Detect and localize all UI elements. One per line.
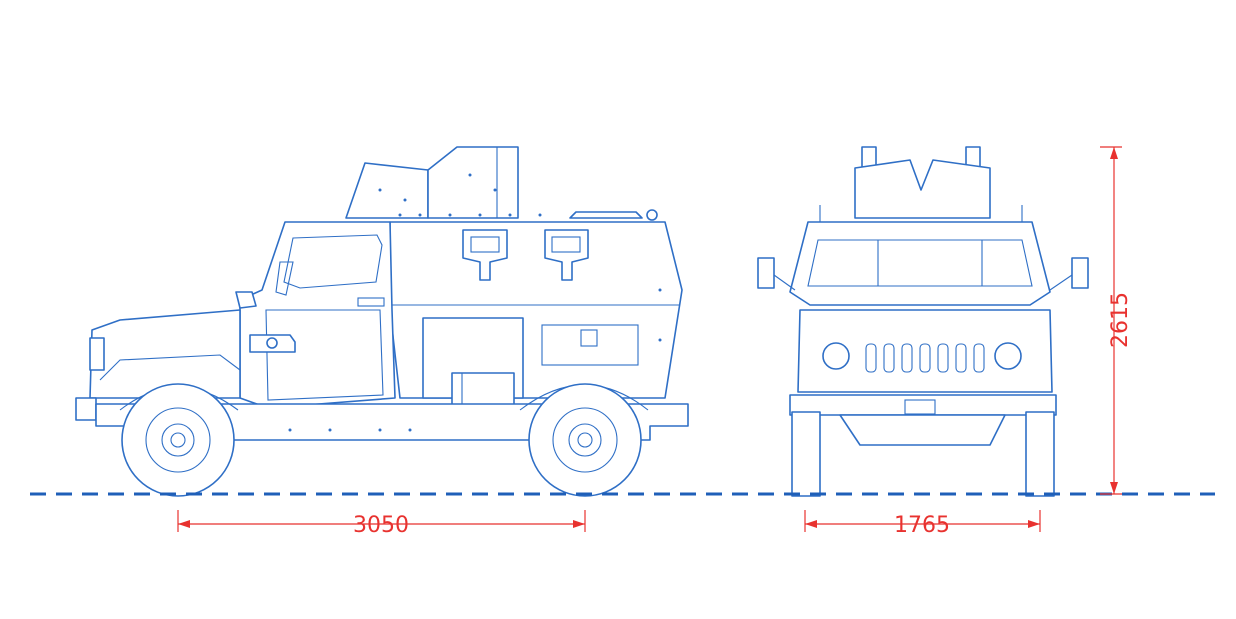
side-view bbox=[75, 146, 689, 497]
dimension-overall-height: 2615 bbox=[1100, 146, 1133, 495]
front-right-mirror bbox=[1071, 257, 1089, 289]
side-vision-blocks bbox=[462, 229, 589, 281]
side-hood bbox=[89, 309, 241, 399]
front-grille-slots bbox=[865, 343, 985, 373]
side-roof-hatch bbox=[569, 211, 643, 219]
dimension-track-width: 1765 bbox=[804, 510, 1041, 538]
front-right-headlight bbox=[994, 342, 1022, 370]
front-left-tyre bbox=[791, 411, 821, 497]
front-left-headlight bbox=[822, 342, 850, 370]
front-view bbox=[757, 146, 1089, 497]
side-turret bbox=[345, 146, 519, 219]
overall-height-label: 2615 bbox=[1108, 292, 1133, 348]
track-width-label: 1765 bbox=[894, 513, 950, 538]
front-right-tyre bbox=[1025, 411, 1055, 497]
front-grille-body bbox=[797, 309, 1053, 393]
side-rivets bbox=[288, 173, 662, 432]
side-front-wheel bbox=[121, 383, 235, 497]
front-left-mirror bbox=[757, 257, 775, 289]
dimension-wheelbase: 3050 bbox=[177, 510, 586, 538]
side-rear-wheel bbox=[528, 383, 642, 497]
front-bumper bbox=[789, 394, 1057, 416]
side-cab bbox=[239, 221, 396, 409]
front-turret bbox=[854, 146, 991, 219]
front-cab bbox=[789, 221, 1051, 306]
wheelbase-label: 3050 bbox=[353, 513, 409, 538]
